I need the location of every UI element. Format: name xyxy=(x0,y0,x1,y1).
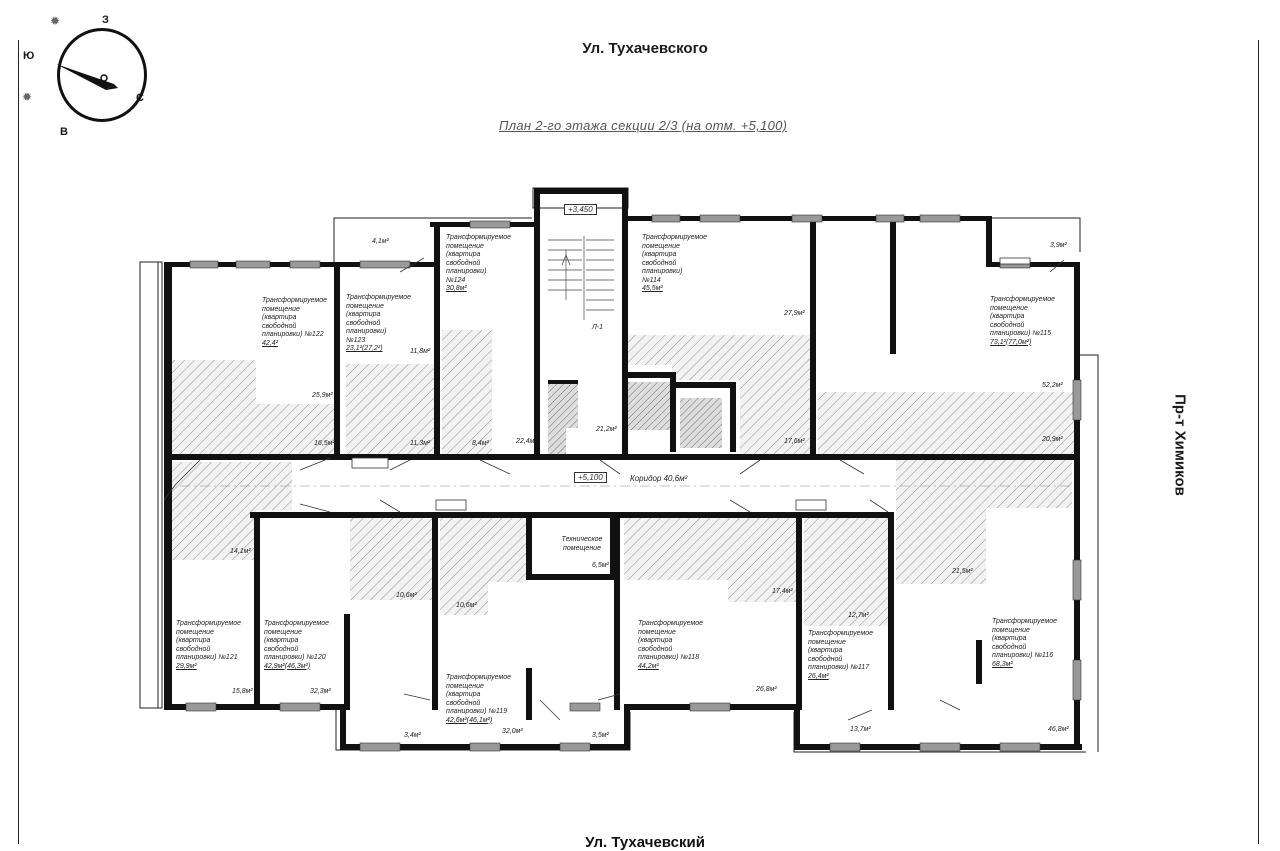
corridor-label: Коридор 40,6м² xyxy=(630,474,688,483)
hatched-zones xyxy=(172,330,1074,626)
area-label: 15,8м² xyxy=(232,688,253,695)
frame-left-line xyxy=(18,40,19,844)
stair-treads xyxy=(548,236,614,320)
area-label: 52,2м² xyxy=(1042,382,1063,389)
sun-icon: ✹ xyxy=(50,14,61,28)
room-area-121: 29,9м² xyxy=(176,662,197,670)
compass-label-south: В xyxy=(60,126,68,138)
compass-ring xyxy=(57,28,147,122)
technical-room-label: Техническое помещение xyxy=(552,536,612,553)
area-label: 17,4м² xyxy=(772,588,793,595)
area-label: 11,8м² xyxy=(410,348,431,355)
stair-label: Л-1 xyxy=(592,324,604,331)
level-mark-stairs: +3,450 xyxy=(564,204,597,215)
level-mark-corridor: +5,100 xyxy=(574,472,607,483)
area-label: 21,2м² xyxy=(596,426,617,433)
street-label-top: Ул. Тухачевского xyxy=(582,40,708,57)
area-label: 3,4м² xyxy=(404,732,421,739)
room-area-120: 42,9м²(46,3м²) xyxy=(264,662,311,670)
corridor-fixtures xyxy=(351,257,1031,511)
area-label: 27,9м² xyxy=(784,310,805,317)
sun-icon: ✹ xyxy=(22,90,33,104)
area-label: 22,4м² xyxy=(516,438,537,445)
area-label: 3,9м² xyxy=(1050,242,1067,249)
area-label: 3,5м² xyxy=(592,732,609,739)
technical-room-name: Техническое помещение xyxy=(561,536,603,552)
plan-title: План 2-го этажа секции 2/3 (на отм. +5,1… xyxy=(499,118,788,133)
room-area-118: 44,2м² xyxy=(638,662,659,670)
compass-label-west: Ю xyxy=(23,50,35,62)
area-label: 8,4м² xyxy=(472,440,489,447)
room-area-124: 30,8м² xyxy=(446,285,467,292)
area-label: 4,1м² xyxy=(372,238,389,245)
compass-label-north: З xyxy=(102,14,109,26)
windows xyxy=(185,214,1082,752)
area-label: 20,9м² xyxy=(1042,436,1063,443)
technical-room-area: 6,5м² xyxy=(592,562,609,569)
frame-right-line xyxy=(1258,40,1259,844)
room-area-116: 68,3м² xyxy=(992,660,1013,668)
room-area-123: 23,1²(27,2²) xyxy=(346,345,383,352)
area-label: 46,8м² xyxy=(1048,726,1069,733)
area-label: 17,6м² xyxy=(784,438,805,445)
area-label: 32,3м² xyxy=(310,688,331,695)
area-label: 12,7м² xyxy=(848,612,869,619)
room-area-117: 26,4м² xyxy=(808,672,829,680)
door-swings xyxy=(163,257,1065,721)
compass: ✹ ✹ З Ю С В xyxy=(18,12,152,142)
room-area-122: 42,4² xyxy=(262,339,278,347)
area-label: 32,0м² xyxy=(502,728,523,735)
room-area-119: 42,6м²(46,1м²) xyxy=(446,716,493,724)
area-label: 26,8м² xyxy=(756,686,777,693)
room-area-114: 45,5м² xyxy=(642,285,663,292)
area-label: 16,5м² xyxy=(314,440,335,447)
area-label: 10,6м² xyxy=(396,592,417,599)
area-label: 10,6м² xyxy=(456,602,477,609)
area-label: 21,5м² xyxy=(952,568,973,575)
room-area-115: 73,1²(77,0м²) xyxy=(990,338,1032,346)
area-label: 11,3м² xyxy=(410,440,431,447)
area-label: 14,1м² xyxy=(230,548,251,555)
area-label: 25,9м² xyxy=(312,392,333,399)
area-label: 13,7м² xyxy=(850,726,871,733)
compass-arrow-icon xyxy=(56,64,118,90)
